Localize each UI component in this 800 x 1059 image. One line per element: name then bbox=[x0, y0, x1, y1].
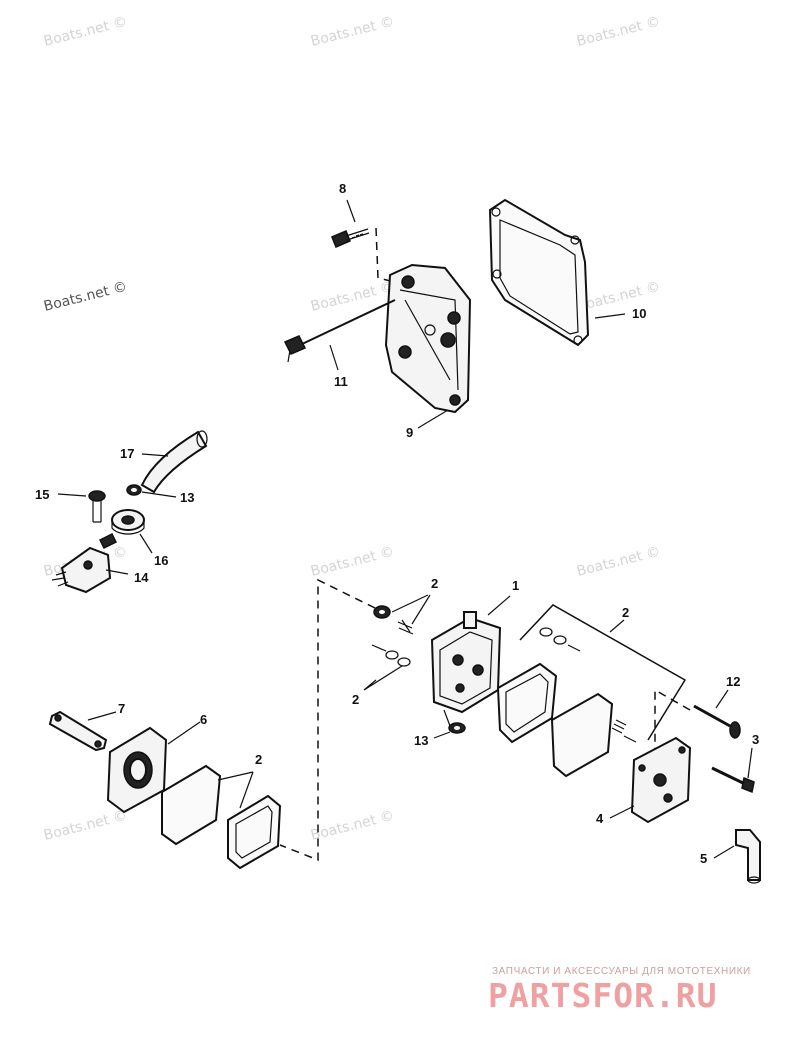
watermark: Boats.net © bbox=[575, 544, 662, 580]
ring-16-part bbox=[111, 509, 145, 535]
callout-9: 9 bbox=[406, 425, 413, 440]
callout-labels: 8 10 11 9 17 15 13 16 14 2 1 2 2 12 7 6 … bbox=[35, 181, 759, 866]
watermark: Boats.net © bbox=[309, 808, 396, 844]
callout-7: 7 bbox=[118, 701, 125, 716]
wire-11-part bbox=[283, 299, 396, 363]
screw-8-part bbox=[331, 228, 370, 248]
watermark: Boats.net © bbox=[42, 14, 129, 50]
assembly-line-bolt bbox=[654, 688, 691, 760]
watermark: Boats.net © bbox=[309, 14, 396, 50]
leader-lines bbox=[57, 199, 753, 859]
fitting-15-part bbox=[88, 490, 106, 523]
clamp-13-lower bbox=[448, 722, 466, 734]
callout-5: 5 bbox=[700, 851, 707, 866]
washer-2-upper bbox=[373, 605, 414, 635]
adapter-6-part bbox=[106, 726, 168, 814]
watermark: Boats.net © bbox=[309, 279, 396, 315]
diaphragm-2-right bbox=[550, 692, 614, 778]
brand-logo: PARTSFOR.RU bbox=[488, 976, 718, 1015]
gasket-2-center bbox=[496, 662, 558, 744]
elbow-5-part bbox=[735, 829, 761, 884]
callout-2-lower: 2 bbox=[255, 752, 262, 767]
hose-17-part bbox=[140, 430, 208, 494]
callout-15: 15 bbox=[35, 487, 49, 502]
watermark: Boats.net © bbox=[575, 279, 662, 315]
callout-4: 4 bbox=[596, 811, 604, 826]
pump-body-1-part bbox=[430, 611, 502, 727]
bracket-9-part bbox=[384, 263, 472, 414]
callout-14: 14 bbox=[134, 570, 149, 585]
bolt-3-part bbox=[711, 766, 755, 794]
callout-16: 16 bbox=[154, 553, 168, 568]
callout-3: 3 bbox=[752, 732, 759, 747]
assembly-line-left bbox=[279, 578, 376, 862]
callout-2-left: 2 bbox=[352, 692, 359, 707]
gasket-10-part bbox=[488, 198, 590, 347]
plate-7-part bbox=[48, 710, 108, 752]
callout-12: 12 bbox=[726, 674, 740, 689]
callout-1: 1 bbox=[512, 578, 519, 593]
callout-13-lower: 13 bbox=[414, 733, 428, 748]
assembly-line-right bbox=[519, 604, 687, 741]
washers-2-right bbox=[539, 627, 581, 652]
callout-13: 13 bbox=[180, 490, 194, 505]
cover-4-part bbox=[630, 736, 692, 824]
callout-11: 11 bbox=[334, 374, 348, 389]
clamp-13-part bbox=[126, 484, 142, 496]
valve-14-part bbox=[51, 532, 118, 594]
watermark: Boats.net © bbox=[309, 544, 396, 580]
callout-8: 8 bbox=[339, 181, 346, 196]
callout-10: 10 bbox=[632, 306, 646, 321]
callout-6: 6 bbox=[200, 712, 207, 727]
spring-2-right bbox=[611, 719, 637, 743]
brand-tagline: ЗАПЧАСТИ И АКСЕССУАРЫ ДЛЯ МОТОТЕХНИКИ bbox=[492, 966, 751, 977]
callout-2-upper: 2 bbox=[431, 576, 438, 591]
callout-17: 17 bbox=[120, 446, 134, 461]
gasket-2-lower-b bbox=[227, 794, 282, 870]
check-valve-2-left bbox=[371, 644, 411, 667]
watermark: Boats.net © bbox=[42, 808, 129, 844]
watermark: Boats.net © bbox=[575, 14, 662, 50]
watermark: Boats.net © bbox=[42, 279, 129, 315]
bolt-12-part bbox=[693, 704, 741, 739]
gasket-2-lower-a bbox=[161, 764, 222, 846]
callout-2-right: 2 bbox=[622, 605, 629, 620]
